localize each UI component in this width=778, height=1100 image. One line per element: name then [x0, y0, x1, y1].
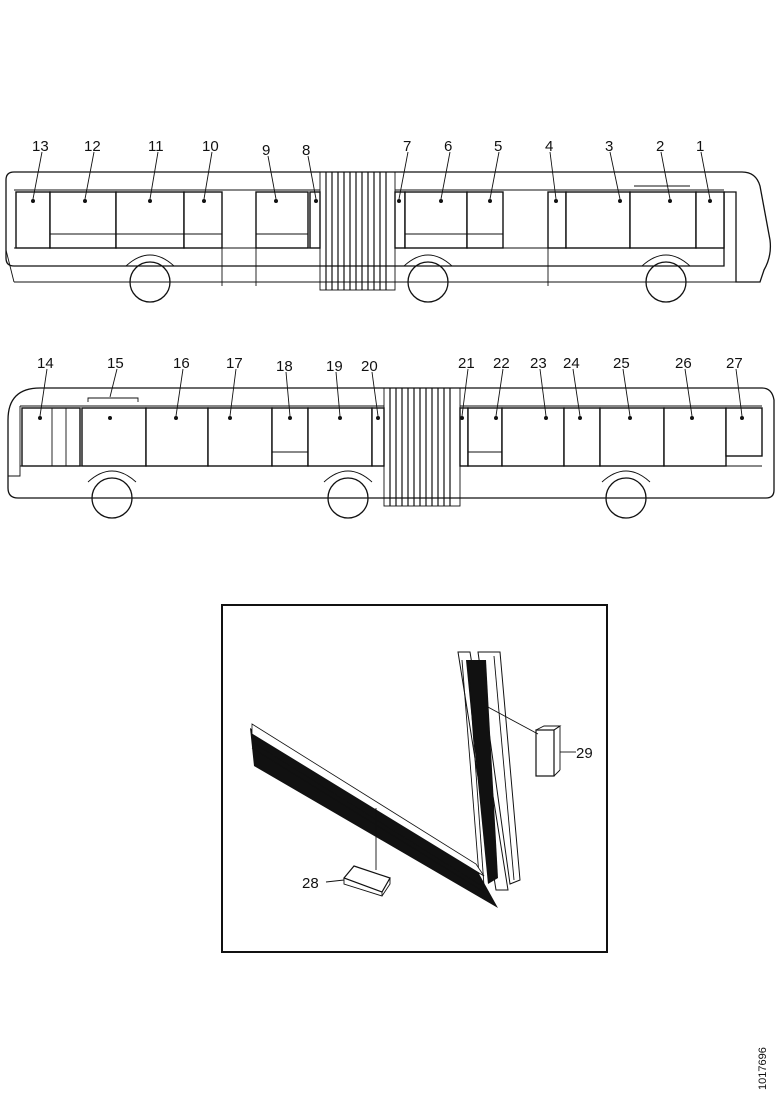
articulation-bellows-bottom [383, 387, 461, 507]
callout-6: 6 [444, 138, 452, 155]
callout-13: 13 [32, 138, 49, 155]
callout-24: 24 [563, 355, 580, 372]
callout-9: 9 [262, 142, 270, 159]
callout-12: 12 [84, 138, 101, 155]
callout-14: 14 [37, 355, 54, 372]
callout-3: 3 [605, 138, 613, 155]
callout-21: 21 [458, 355, 475, 372]
document-number: 1017696 [757, 1047, 769, 1090]
callout-20: 20 [361, 358, 378, 375]
callout-2: 2 [656, 138, 664, 155]
callout-5: 5 [494, 138, 502, 155]
callout-29: 29 [576, 745, 593, 762]
callout-16: 16 [173, 355, 190, 372]
callout-26: 26 [675, 355, 692, 372]
callout-23: 23 [530, 355, 547, 372]
articulation-bellows-top [319, 171, 396, 291]
callout-18: 18 [276, 358, 293, 375]
callout-8: 8 [302, 142, 310, 159]
callout-17: 17 [226, 355, 243, 372]
callout-7: 7 [403, 138, 411, 155]
callout-28: 28 [302, 875, 319, 892]
callout-10: 10 [202, 138, 219, 155]
callout-27: 27 [726, 355, 743, 372]
callout-11: 11 [148, 138, 164, 155]
callout-19: 19 [326, 358, 343, 375]
bus-side-view-bottom: 14 15 16 17 18 19 20 21 22 23 24 25 26 2… [7, 355, 775, 519]
bus-side-view-top: 13 12 11 10 9 8 7 6 5 4 3 2 1 [5, 138, 772, 303]
callout-1: 1 [696, 138, 704, 155]
callout-22: 22 [493, 355, 510, 372]
callout-4: 4 [545, 138, 553, 155]
callout-25: 25 [613, 355, 630, 372]
callout-15: 15 [107, 355, 124, 372]
seal-corner-detail: 29 28 [221, 604, 608, 953]
